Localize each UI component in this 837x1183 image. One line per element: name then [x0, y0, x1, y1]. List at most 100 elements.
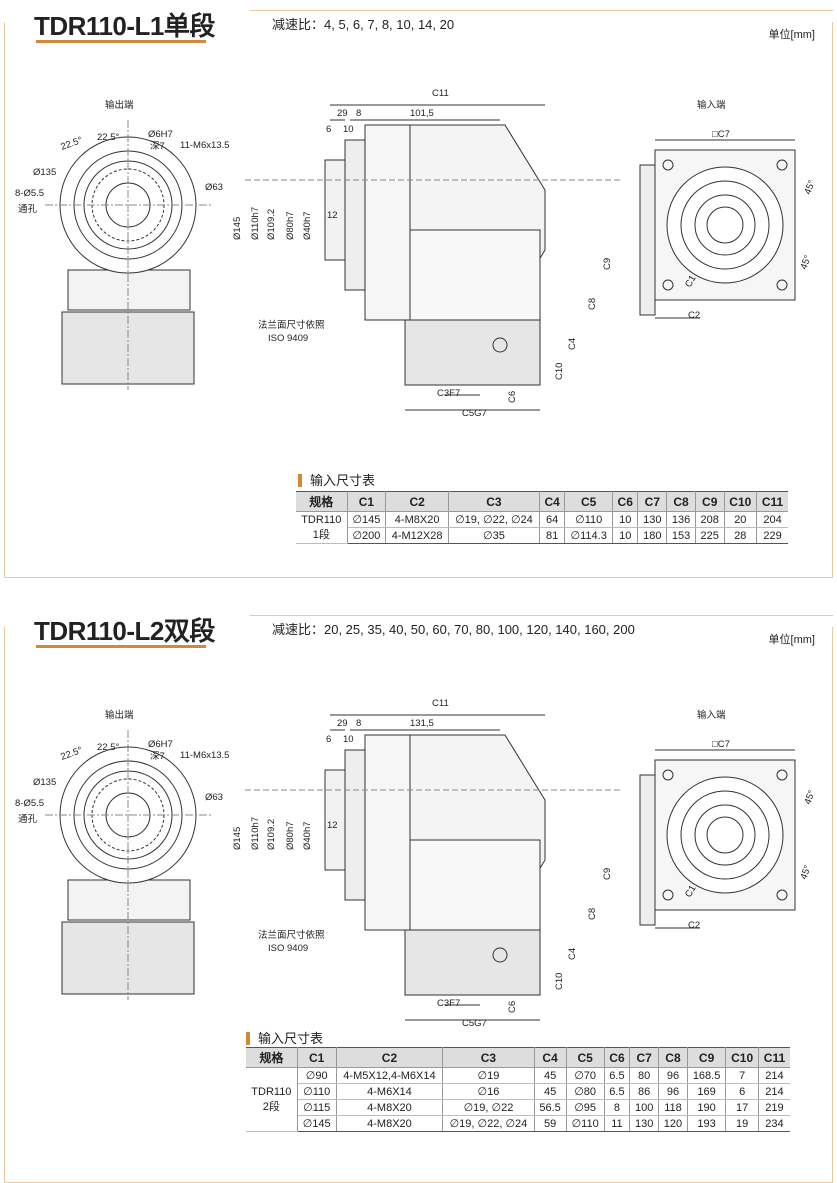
column-header: C1	[296, 1047, 337, 1068]
dim-label-side-dia80: Ø80h7	[285, 821, 296, 850]
dim-label-side-c10: C10	[554, 363, 565, 380]
table-cell: ∅145	[346, 511, 387, 528]
dim-label-side-iso1: 法兰面尺寸依照	[258, 929, 325, 941]
table-cell: 6.5	[603, 1083, 631, 1100]
input-end-view	[639, 139, 796, 319]
section-l2-double-stage: TDR110-L2双段 减速比：20, 25, 35, 40, 50, 60, …	[0, 605, 837, 1183]
dim-label-side-c6: C6	[507, 1001, 518, 1013]
side-view	[245, 104, 620, 411]
title-underline	[36, 40, 206, 43]
table-cell: 6	[725, 1083, 759, 1100]
dim-label-front-holes_note: 通孔	[18, 814, 38, 825]
table-cell: 169	[686, 1083, 727, 1100]
table-cell: 193	[686, 1115, 727, 1132]
dim-label-side-c5: C5G7	[462, 1018, 487, 1029]
dim-label-side-dia40: Ø40h7	[302, 211, 313, 240]
table-cell: 204	[756, 511, 788, 528]
dim-label-side-d29: 29	[337, 718, 348, 729]
input-end-label: 输入端	[697, 99, 726, 111]
dim-label-front-pin_depth: 深7	[150, 141, 165, 152]
dim-label-side-dia109: Ø109.2	[266, 209, 277, 240]
table-cell: 19	[725, 1115, 759, 1132]
table-cell: 130	[629, 1115, 660, 1132]
table-cell: 214	[757, 1083, 790, 1100]
table-cell: 180	[637, 527, 668, 544]
table-cell: 234	[757, 1115, 790, 1132]
table-cell: ∅70	[565, 1067, 605, 1084]
dim-label-side-c3: C3F7	[437, 388, 460, 399]
dim-label-input-c2: C2	[688, 920, 700, 931]
table-cell: 4-M6X14	[335, 1083, 444, 1100]
table-cell: ∅16	[442, 1083, 535, 1100]
reduction-ratios: 减速比：20, 25, 35, 40, 50, 60, 70, 80, 100,…	[272, 622, 635, 637]
column-header: C7	[629, 1047, 660, 1068]
table-cell: ∅35	[447, 527, 540, 544]
table-cell: ∅19	[442, 1067, 535, 1084]
table-cell: ∅19, ∅22	[442, 1099, 535, 1116]
table-cell: 28	[723, 527, 758, 544]
dim-label-side-d10: 10	[343, 734, 354, 745]
table-cell: 190	[686, 1099, 727, 1116]
section-frame	[4, 22, 833, 578]
dim-label-side-c9: C9	[602, 258, 613, 270]
table-cell: 7	[725, 1067, 759, 1084]
table-cell: 229	[756, 527, 788, 544]
table-cell: 136	[666, 511, 696, 528]
dimension-labels: 输出端 22.5° 22.5° Ø6H7 深7 11-M6x13.5 Ø135 …	[15, 698, 818, 1029]
unit-label: 单位[mm]	[768, 634, 815, 646]
dim-label-front-a1: 22.5°	[59, 135, 84, 153]
dim-label-front-tap: 11-M6x13.5	[180, 750, 229, 761]
dim-label-front-a1: 22.5°	[59, 745, 84, 763]
column-header: 规格	[296, 491, 348, 512]
dim-label-side-d8: 8	[356, 108, 361, 119]
table-cell: ∅80	[565, 1083, 605, 1100]
output-end-label: 输出端	[105, 99, 134, 111]
frame-top-line	[250, 615, 833, 616]
dim-label-input-c1: C1	[683, 883, 699, 899]
column-header: C6	[611, 491, 639, 512]
section-l1-single-stage: TDR110-L1单段 减速比：4, 5, 6, 7, 8, 10, 14, 2…	[0, 0, 837, 578]
dim-label-side-c8: C8	[587, 908, 598, 920]
dim-label-front-a2: 22.5°	[97, 132, 119, 143]
dim-label-front-inner: Ø63	[205, 792, 223, 803]
column-header: C11	[757, 1047, 790, 1068]
table-cell: 4-M8X20	[335, 1115, 444, 1132]
dim-label-side-d101: 101,5	[410, 108, 434, 119]
table-cell: 100	[629, 1099, 660, 1116]
table-title: 输入尺寸表	[298, 474, 375, 487]
dim-label-front-tap: 11-M6x13.5	[180, 140, 229, 151]
dim-label-front-a2: 22.5°	[97, 742, 119, 753]
dim-label-side-dia145: Ø145	[232, 217, 243, 240]
dim-label-side-dia110: Ø110h7	[250, 207, 261, 240]
column-header: C8	[658, 1047, 688, 1068]
table-cell: 219	[757, 1099, 790, 1116]
table-cell: 168.5	[686, 1067, 727, 1084]
dim-label-input-a1: 45°	[802, 789, 817, 806]
dim-label-side-dia110: Ø110h7	[250, 817, 261, 850]
dim-label-side-c6: C6	[507, 391, 518, 403]
dim-label-side-iso1: 法兰面尺寸依照	[258, 319, 325, 331]
output-end-view	[45, 730, 211, 1000]
dimension-labels: 输出端 22.5° 22.5° Ø6H7 深7 11-M6x13.5 Ø135 …	[15, 88, 818, 419]
table-cell: ∅19, ∅22, ∅24	[442, 1115, 535, 1132]
dim-label-front-pcd: Ø135	[33, 777, 56, 788]
dim-label-input-c7: □C7	[712, 739, 730, 750]
column-header: C11	[756, 491, 788, 512]
spec-line: 1段	[312, 528, 330, 541]
dim-label-front-pin: Ø6H7	[148, 739, 173, 750]
dim-label-side-d29: 29	[337, 108, 348, 119]
column-header: C4	[538, 491, 566, 512]
dim-label-front-pcd: Ø135	[33, 167, 56, 178]
table-cell: ∅145	[296, 1115, 337, 1132]
table-cell: 96	[658, 1067, 688, 1084]
table-cell: 45	[533, 1083, 567, 1100]
dim-label-front-holes: 8-Ø5.5	[15, 188, 44, 199]
dim-label-front-holes_note: 通孔	[18, 204, 38, 215]
column-header: C6	[603, 1047, 631, 1068]
table-cell: 6.5	[603, 1067, 631, 1084]
reduction-ratios: 减速比：4, 5, 6, 7, 8, 10, 14, 20	[272, 17, 455, 32]
